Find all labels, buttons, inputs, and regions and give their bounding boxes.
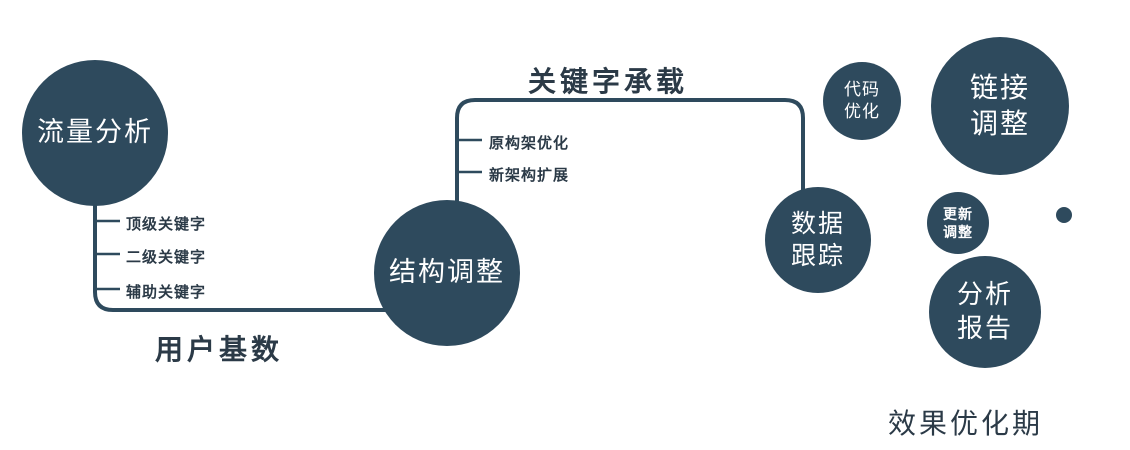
structure-to-data-connector — [455, 98, 805, 212]
tick-label-auxiliary-keyword: 辅助关键字 — [126, 284, 207, 301]
node-link-adjustment: 链接 调整 — [931, 37, 1069, 175]
node-update-adjustment: 更新 调整 — [927, 192, 989, 254]
tick-label-second-keyword: 二级关键字 — [126, 249, 207, 266]
node-data-tracking: 数据 跟踪 — [765, 187, 871, 293]
tick-label-new-architecture: 新架构扩展 — [489, 167, 570, 184]
node-structure-adjustment: 结构调整 — [374, 200, 520, 346]
node-traffic-analysis: 流量分析 — [22, 60, 168, 206]
tick-label-top-keyword: 顶级关键字 — [126, 216, 207, 233]
node-code-optimization: 代码 优化 — [823, 62, 901, 140]
bullet-dot — [1056, 207, 1072, 223]
node-analysis-report: 分析 报告 — [929, 256, 1041, 368]
edge-label-keyword-bearing: 关键字承载 — [528, 66, 689, 97]
edge-label-user-base: 用户基数 — [155, 334, 284, 365]
phase-label: 效果优化期 — [888, 408, 1044, 439]
traffic-to-structure-connector — [93, 190, 410, 312]
tick-label-original-architecture: 原构架优化 — [489, 135, 570, 152]
